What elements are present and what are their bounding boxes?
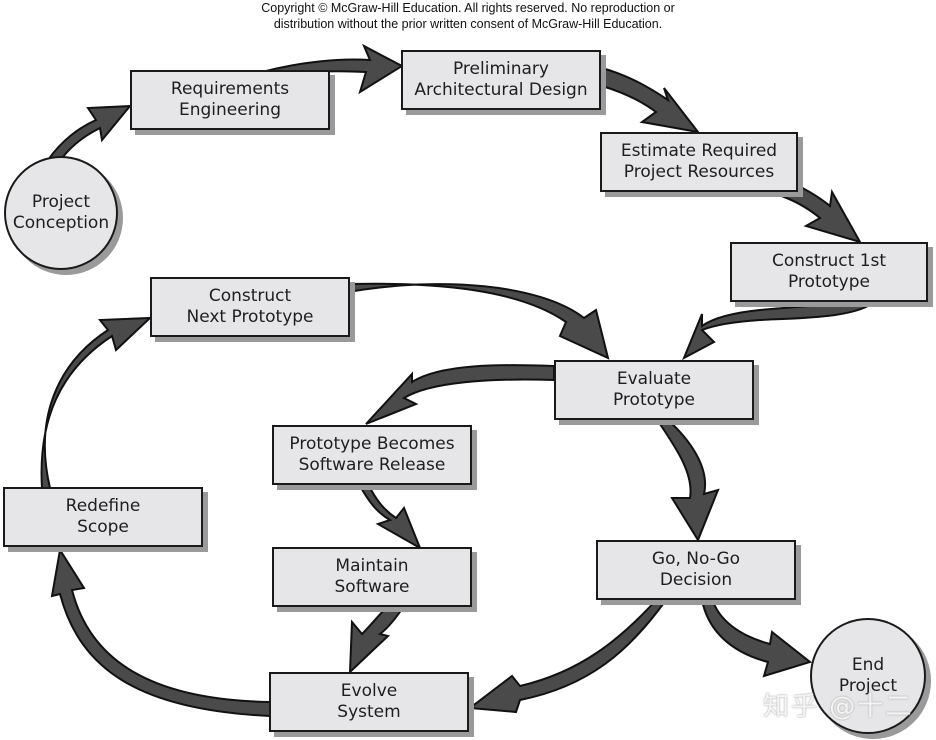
node-requirements-engineering: Requirements Engineering [130,70,330,130]
node-label: Requirements Engineering [170,79,290,120]
arrow-gonogo-to-end [700,596,813,678]
arrow-preliminary-to-estimate [601,66,701,134]
arrow-redefine-to-next [40,316,153,489]
node-construct-next-prototype: Construct Next Prototype [150,277,350,337]
node-label: Maintain Software [334,556,410,597]
node-end-project: End Project [810,618,926,734]
node-estimate-required-resources: Estimate Required Project Resources [600,132,798,192]
node-redefine-scope: Redefine Scope [3,487,203,547]
node-label: End Project [838,655,898,696]
arrow-evolve-to-redefine [50,547,271,718]
node-label: Redefine Scope [65,496,141,537]
node-label: Construct Next Prototype [186,286,314,327]
copyright-line-2: distribution without the prior written c… [273,17,663,31]
node-maintain-software: Maintain Software [272,547,472,607]
arrow-next-to-evaluate [347,282,610,360]
copyright-line-1: Copyright © McGraw-Hill Education. All r… [261,1,675,15]
arrow-release-to-maintain [358,482,422,551]
node-project-conception: Project Conception [4,156,118,270]
node-label: Prototype Becomes Software Release [289,434,455,475]
node-label: Construct 1st Prototype [771,251,887,292]
node-construct-first-prototype: Construct 1st Prototype [730,242,928,302]
node-prototype-becomes-release: Prototype Becomes Software Release [272,425,472,485]
arrow-estimate-to-construct1 [774,176,863,244]
watermark: 知乎 @十二 [763,692,914,722]
node-evolve-system: Evolve System [269,672,469,732]
node-label: Preliminary Architectural Design [414,59,588,100]
node-label: Go, No-Go Decision [651,549,741,590]
arrow-evaluate-to-gonogo [658,418,720,543]
arrow-construct1-to-evaluate [682,299,879,361]
node-label: Estimate Required Project Resources [620,141,778,182]
arrow-evaluate-to-release [365,364,555,425]
node-evaluate-prototype: Evaluate Prototype [554,360,754,420]
arrow-gonogo-to-evolve [467,596,668,714]
node-label: Evolve System [337,681,401,722]
node-label: Project Conception [12,192,110,233]
node-label: Evaluate Prototype [612,369,695,410]
arrow-maintain-to-evolve [348,605,406,675]
node-preliminary-architectural-design: Preliminary Architectural Design [401,50,601,110]
copyright-notice: Copyright © McGraw-Hill Education. All r… [0,0,936,32]
node-go-no-go-decision: Go, No-Go Decision [596,540,796,600]
